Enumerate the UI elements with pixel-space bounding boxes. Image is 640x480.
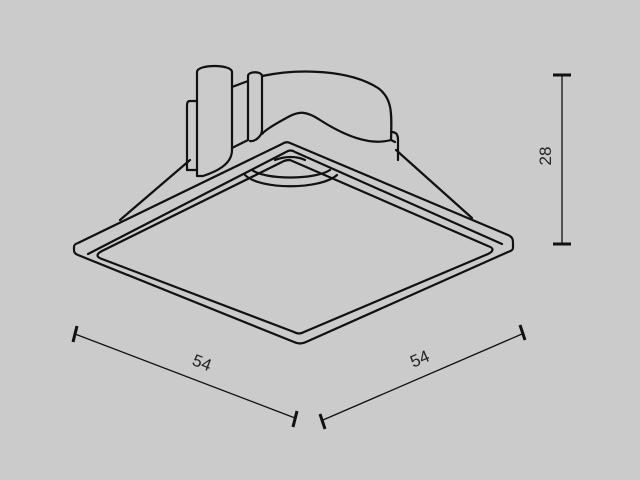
frame — [72, 141, 515, 345]
dimension-width-left: 54 — [71, 325, 299, 428]
dimension-label-height: 28 — [536, 147, 555, 166]
dimension-label-width-left: 54 — [190, 351, 214, 376]
dimension-label-width-right: 54 — [407, 346, 432, 371]
dimension-height: 28 — [536, 73, 571, 246]
housing-body — [118, 64, 474, 222]
lens — [243, 155, 339, 188]
dimension-width-right: 54 — [318, 324, 527, 430]
